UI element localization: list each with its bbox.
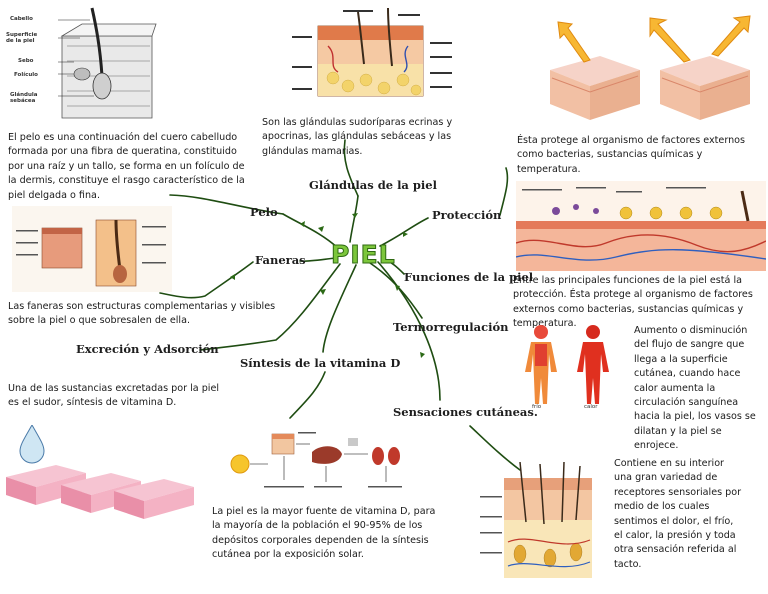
text-sintesis: La piel es la mayor fuente de vitamina D… [212,506,436,561]
text-funciones: Entre las principales funciones de la pi… [513,275,753,330]
text-sensaciones: Contiene en su interior una gran varieda… [614,458,742,570]
node-termorregulacion: Termorregulación [393,320,509,334]
sun-protection-illustration [540,8,755,126]
hair-follicle-illustration [22,6,157,122]
label-foliculo: Folículo [14,72,38,78]
node-pelo: Pelo [250,205,278,219]
node-sensaciones: Sensaciones cutáneas. [393,405,538,419]
text-glandulas: Son las glándulas sudoríparas ecrinas y … [262,117,453,157]
excretion-illustration [6,425,194,520]
label-superficie: Superficie de la piel [6,32,38,44]
thermoregulation-illustration [513,322,623,414]
label-glandula-sebacea: Glándula sebácea [10,92,38,104]
text-proteccion: Ésta protege al organismo de factores ex… [517,135,746,175]
skin-functions-illustration [516,181,766,271]
node-funciones: Funciones de la piel [404,270,534,284]
label-sebo: Sebo [18,58,34,64]
label-frio: frío [532,404,542,410]
sensory-receptors-illustration [480,462,608,586]
text-pelo: El pelo es una continuación del cuero ca… [8,132,245,201]
label-calor: calor [584,404,598,410]
node-proteccion: Protección [432,208,502,222]
text-termorregulacion: Aumento o disminución del flujo de sangr… [634,325,756,452]
center-title-piel: PIEL [331,240,396,270]
node-sintesis: Síntesis de la vitamina D [240,356,401,370]
text-excrecion: Una de las sustancias excretadas por la … [8,383,220,409]
node-faneras: Faneras [255,253,306,267]
vitamin-d-illustration [228,430,428,502]
label-cabello: Cabello [10,16,33,22]
faneras-illustration [12,206,172,292]
node-glandulas: Glándulas de la piel [309,178,437,192]
text-faneras: Las faneras son estructuras complementar… [8,301,276,327]
node-excrecion: Excreción y Adsorción [76,342,219,356]
skin-glands-illustration [288,6,468,110]
